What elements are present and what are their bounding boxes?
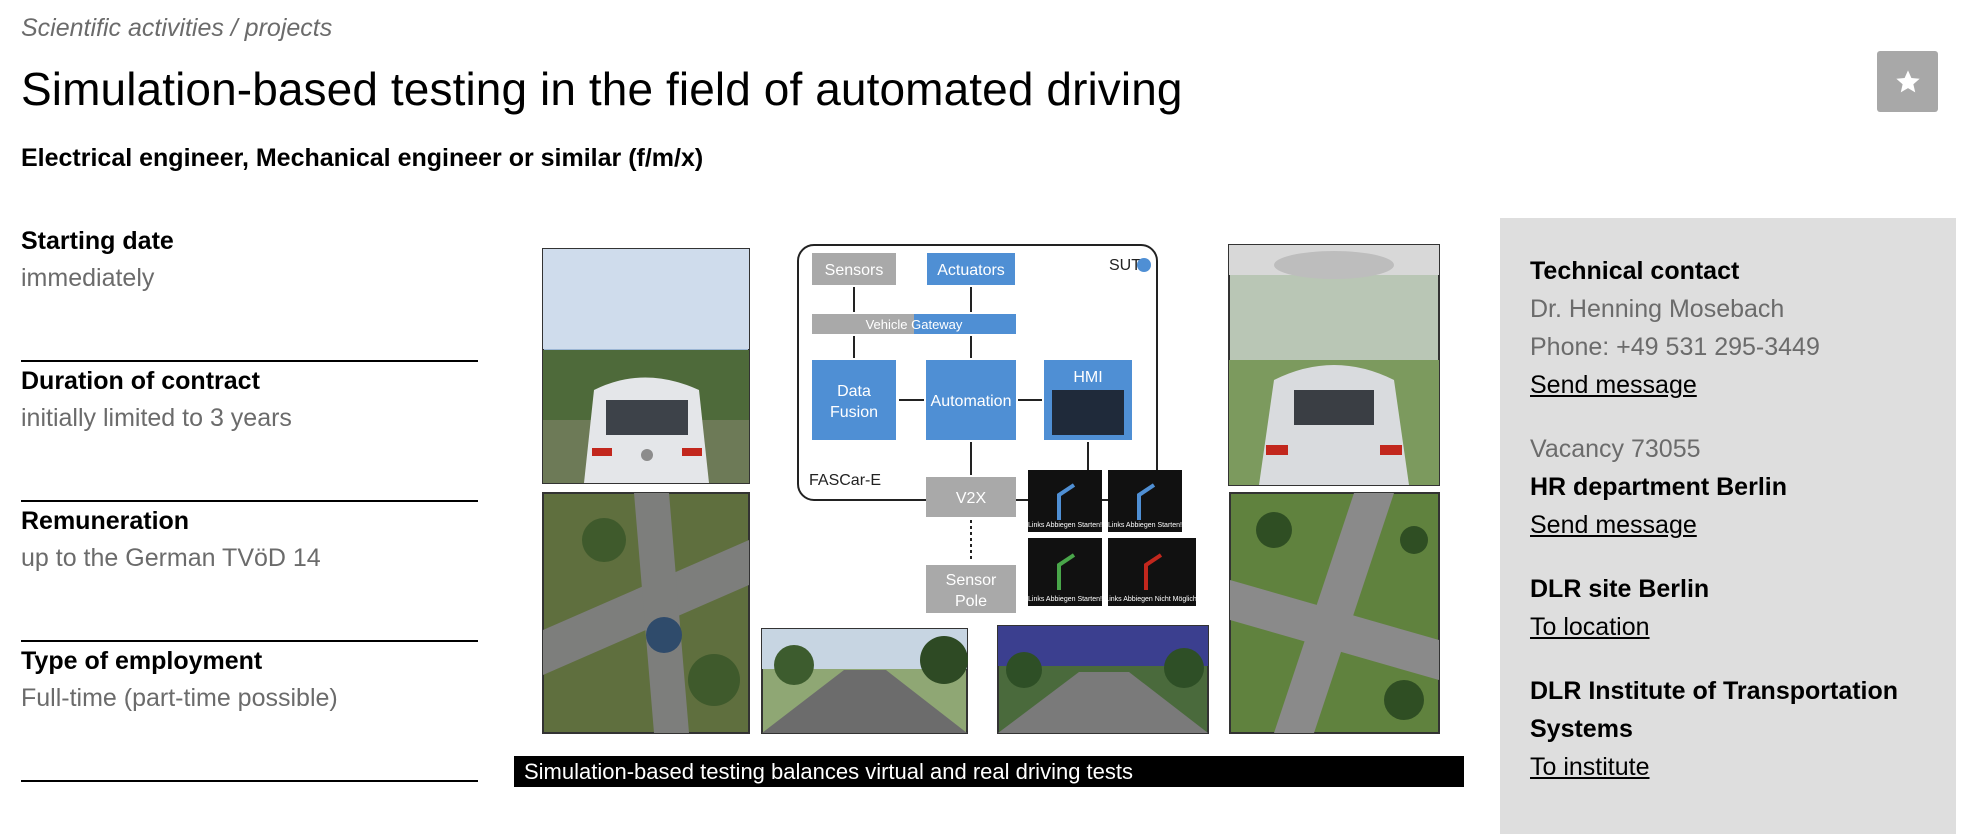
diagram-tile-3: Links Abbiegen Starten! (1028, 596, 1102, 603)
star-icon (1895, 69, 1920, 92)
job-subtitle: Electrical engineer, Mechanical engineer… (21, 144, 704, 172)
contact-panel: Technical contact Dr. Henning Mosebach P… (1500, 218, 1956, 834)
diagram-fascar: FASCar-E (809, 472, 881, 489)
hr-send-message-link[interactable]: Send message (1530, 511, 1697, 539)
fact-duration: Duration of contract initially limited t… (21, 362, 478, 502)
technical-contact-name: Dr. Henning Mosebach (1530, 295, 1785, 323)
diagram-data-fusion-2: Fusion (830, 404, 878, 421)
technical-send-message-link[interactable]: Send message (1530, 371, 1697, 399)
diagram-sensors: Sensors (825, 262, 884, 279)
project-figure: Sensors Actuators SUT Vehicle Gateway Da… (514, 240, 1464, 788)
job-facts: Starting date immediately Duration of co… (21, 222, 478, 782)
institute-heading: DLR Institute of Transportation Systems (1530, 677, 1899, 743)
diagram-v2x: V2X (956, 490, 987, 507)
fact-value: up to the German TVöD 14 (21, 544, 321, 572)
architecture-diagram: Sensors Actuators SUT Vehicle Gateway Da… (797, 244, 1199, 613)
diagram-hmi: HMI (1073, 369, 1102, 386)
institute-info: DLR Institute of Transportation Systems … (1530, 672, 1926, 786)
diagram-data-fusion-1: Data (837, 383, 871, 400)
fact-label: Remuneration (21, 507, 190, 535)
diagram-tile-2: Links Abbiegen Starten! (1108, 522, 1182, 529)
diagram-sensor-pole-1: Sensor (946, 572, 997, 589)
site-heading: DLR site Berlin (1530, 575, 1710, 603)
hr-contact: Vacancy 73055 HR department Berlin Send … (1530, 430, 1926, 544)
diagram-automation: Automation (931, 393, 1012, 410)
fact-label: Type of employment (21, 647, 263, 675)
technical-contact: Technical contact Dr. Henning Mosebach P… (1530, 252, 1926, 404)
fact-remuneration: Remuneration up to the German TVöD 14 (21, 502, 478, 642)
photo-simulator-car (1228, 244, 1440, 486)
breadcrumb: Scientific activities / projects (21, 14, 333, 42)
technical-contact-heading: Technical contact (1530, 257, 1740, 285)
photo-aerial-real (542, 492, 750, 734)
fact-value: Full-time (part-time possible) (21, 684, 338, 712)
hr-department-heading: HR department Berlin (1530, 473, 1787, 501)
vacancy-number: Vacancy 73055 (1530, 435, 1701, 463)
diagram-tile-4: Links Abbiegen Nicht Möglich! (1105, 596, 1198, 603)
photo-real-car (542, 248, 750, 484)
diagram-gateway: Vehicle Gateway (866, 317, 963, 332)
fact-employment-type: Type of employment Full-time (part-time … (21, 642, 478, 782)
fact-starting-date: Starting date immediately (21, 222, 478, 362)
page-title: Simulation-based testing in the field of… (21, 63, 1183, 115)
diagram-tile-1: Links Abbiegen Starten! (1028, 522, 1102, 529)
diagram-sensor-pole-2: Pole (955, 593, 987, 610)
diagram-sut: SUT (1109, 257, 1141, 274)
photo-aerial-simulated (1229, 492, 1440, 734)
figure-illustration: Sensors Actuators SUT Vehicle Gateway Da… (542, 244, 1440, 734)
site-info: DLR site Berlin To location (1530, 570, 1926, 646)
to-location-link[interactable]: To location (1530, 613, 1650, 641)
diagram-actuators: Actuators (937, 262, 1005, 279)
fact-value: immediately (21, 264, 155, 292)
fact-value: initially limited to 3 years (21, 404, 292, 432)
technical-contact-phone: Phone: +49 531 295-3449 (1530, 333, 1820, 361)
fact-label: Starting date (21, 227, 174, 255)
photo-road-simulated (997, 625, 1209, 734)
fact-label: Duration of contract (21, 367, 260, 395)
photo-road-real (761, 628, 968, 734)
figure-caption: Simulation-based testing balances virtua… (514, 756, 1464, 787)
bookmark-button[interactable] (1877, 51, 1938, 112)
to-institute-link[interactable]: To institute (1530, 753, 1650, 781)
